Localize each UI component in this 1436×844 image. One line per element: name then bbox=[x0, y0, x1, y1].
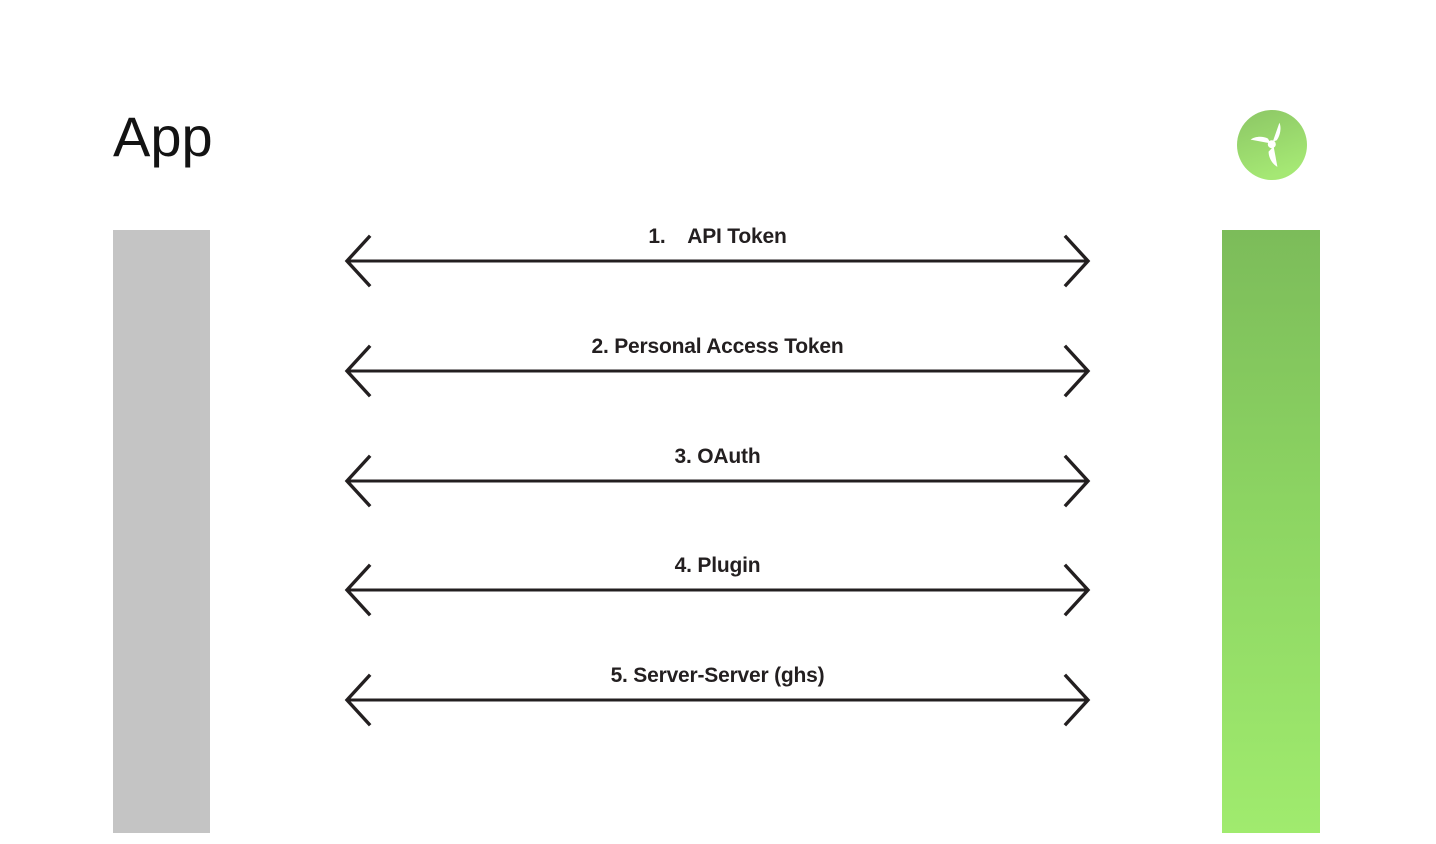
page-title: App bbox=[113, 105, 213, 168]
message-label: 5. Server-Server (ghs) bbox=[610, 663, 825, 687]
message-row: 1. API Token bbox=[344, 225, 1091, 288]
message-label: 3. OAuth bbox=[674, 444, 761, 468]
bidirectional-arrow-icon bbox=[344, 341, 1091, 401]
bidirectional-arrow-icon bbox=[344, 451, 1091, 511]
message-row: 4. Plugin bbox=[344, 554, 1091, 617]
message-row: 3. OAuth bbox=[344, 445, 1091, 508]
bidirectional-arrow-icon bbox=[344, 560, 1091, 620]
message-label: 4. Plugin bbox=[674, 553, 761, 577]
message-label: 1. API Token bbox=[648, 224, 787, 248]
propeller-logo-icon bbox=[1235, 108, 1309, 182]
service-lifeline-bar bbox=[1222, 230, 1320, 833]
app-lifeline-bar bbox=[113, 230, 210, 833]
message-row: 5. Server-Server (ghs) bbox=[344, 664, 1091, 727]
message-row: 2. Personal Access Token bbox=[344, 335, 1091, 398]
message-label: 2. Personal Access Token bbox=[591, 334, 844, 358]
bidirectional-arrow-icon bbox=[344, 231, 1091, 291]
bidirectional-arrow-icon bbox=[344, 670, 1091, 730]
